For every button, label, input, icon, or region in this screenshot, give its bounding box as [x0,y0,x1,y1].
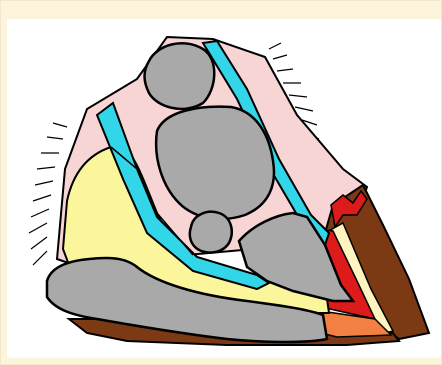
illustration-canvas [7,19,441,358]
navicular-bone [190,212,232,253]
hoof-anatomy-diagram [7,19,441,358]
proximal-phalanx [145,43,215,109]
